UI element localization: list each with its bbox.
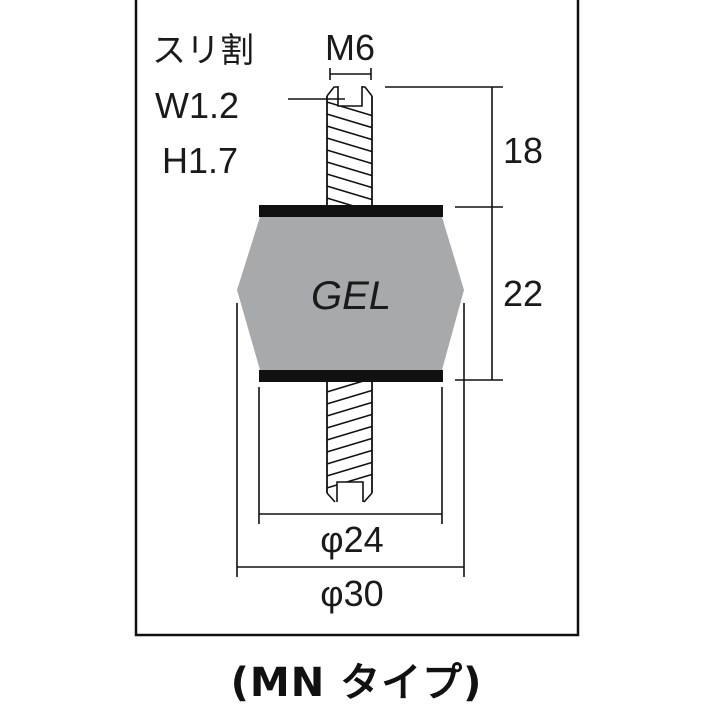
- body-height-label: 22: [503, 273, 543, 314]
- plate-diameter-label: φ24: [320, 519, 383, 560]
- gel-label: GEL: [311, 274, 391, 318]
- top-plate: [259, 205, 443, 217]
- bottom-plate: [259, 370, 443, 382]
- slot-width-label: W1.2: [155, 85, 239, 126]
- slot-label: スリ割: [152, 32, 254, 70]
- gel-body: [237, 217, 464, 370]
- slot-height-label: H1.7: [162, 140, 238, 181]
- threaded-stud-top: [326, 86, 373, 208]
- drawing-frame: [134, 0, 580, 637]
- vertical-dimension-lines: [385, 86, 503, 381]
- thread-label: M6: [325, 27, 375, 68]
- body-diameter-label: φ30: [320, 573, 383, 614]
- type-caption: (MN タイプ): [230, 660, 483, 706]
- threaded-stud-bottom: [326, 380, 373, 503]
- stud-length-label: 18: [503, 130, 543, 171]
- body-diameter-dimension: [236, 303, 465, 577]
- plate-diameter-dimension: [258, 387, 443, 524]
- thread-dimension: [329, 68, 372, 80]
